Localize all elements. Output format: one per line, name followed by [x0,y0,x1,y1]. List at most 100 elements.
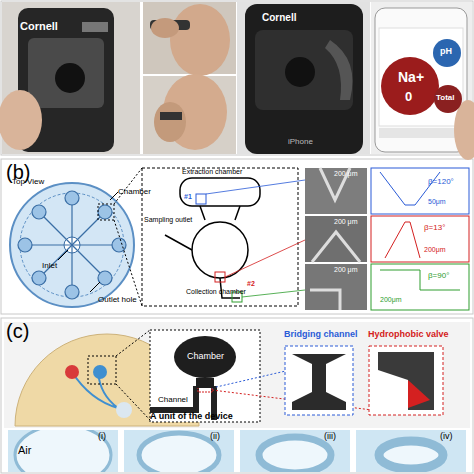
shape-part [356,430,466,472]
dimension-label: 200μm [424,246,446,254]
illustration-part [116,402,132,418]
node-text: Bridging channel [284,330,358,340]
illustration-part [71,245,72,290]
scale-bar-label: 200 μm [334,266,358,274]
illustration-part [32,205,46,219]
illustration-part [200,206,240,220]
dimension-label: 200μm [380,296,402,304]
illustration-part [225,240,305,277]
illustration-part [88,356,116,384]
illustration-part [285,57,315,87]
scale-bar-label: 200 μm [334,218,358,226]
illustration-part [206,180,305,194]
node-text: pH [440,47,452,57]
illustration-part [98,271,112,285]
illustration-part [40,245,72,277]
illustration-part [72,372,118,408]
node-text: Total [436,94,455,103]
shape-part [292,354,346,410]
illustration-part [150,330,260,422]
illustration-part [379,28,463,126]
stage-image: (iv) [356,430,466,472]
illustration-part [245,4,363,154]
part-label: Collection chamber [186,288,246,296]
node-text: 0 [405,90,412,104]
illustration-part [310,290,340,310]
shape-part [378,352,434,410]
illustration-part [380,270,460,290]
illustration-part [151,18,179,38]
stage-image: (ii) [124,430,234,472]
part-label: Inlet [42,262,57,271]
part-label: Extraction chamber [182,168,242,176]
illustration-part [305,264,367,310]
shape-part [259,437,331,472]
illustration-part [65,365,79,379]
photo-forehead [143,2,236,76]
illustration-part [237,2,370,154]
illustration-part [55,63,85,93]
device-unit-overview [4,322,470,428]
sensor-circle: pH [432,38,462,68]
illustration-part [82,22,108,32]
callout-number: #2 [247,280,255,288]
illustration-part [192,222,248,278]
illustration-part [4,322,470,428]
node-text: (iv) [440,432,453,442]
zoom-box: Hydrophobic valve [368,330,444,416]
illustration-part [90,282,100,292]
shape-part [174,336,236,378]
zoom-box: Bridging channel [284,330,354,416]
illustration-part [40,213,72,245]
angle-label: β=90° [428,272,449,281]
part-label: Channel [158,396,188,405]
dimension-label: 50μm [428,198,446,206]
illustration-part [98,205,112,219]
illustration-part [112,238,126,252]
sensor-circle: Total [433,84,463,114]
illustration-part [27,244,72,245]
node-text: Air [18,444,31,456]
illustration-part [110,192,118,200]
illustration-part [72,245,104,277]
illustration-part [58,250,68,260]
illustration-part [170,4,230,76]
illustration-part [142,168,298,306]
view-label: Top View [12,178,44,187]
illustration-part [379,128,463,138]
illustration-part [65,285,79,299]
angle-label: β=120° [428,178,454,187]
illustration-part [116,330,150,356]
illustration-part [72,213,104,245]
illustration-part [28,38,104,108]
shape-part [379,441,443,469]
panel-frame [1,1,473,155]
illustration-part [312,232,360,262]
part-label: Chamber [118,188,151,197]
illustration-part [165,235,192,250]
stage-image: (iii) [240,430,350,472]
illustration-part [375,8,467,152]
illustration-part [71,200,72,245]
photo-phone [237,2,370,154]
brand-text: iPhone [288,138,313,147]
shape-part [285,346,353,415]
shape-part [15,430,111,472]
scale-bar-label: 200 μm [334,170,358,178]
brand-text: Cornell [262,12,296,23]
illustration-part [371,264,469,310]
illustration-part [385,222,420,258]
caption-label: A unit of the device [150,412,233,422]
illustration-part [32,271,46,285]
callout-number: #1 [184,193,192,201]
shape-part [381,57,439,115]
illustration-part [196,194,206,204]
sensor-circle: Na+0 [380,56,440,116]
illustration-part [325,40,353,100]
illustration-part [371,216,469,262]
illustration-part [255,30,353,110]
illustration-part [18,191,126,299]
chamber-circle: Chamber [172,334,238,388]
illustration-part [20,193,124,297]
photo-nose [143,74,236,154]
